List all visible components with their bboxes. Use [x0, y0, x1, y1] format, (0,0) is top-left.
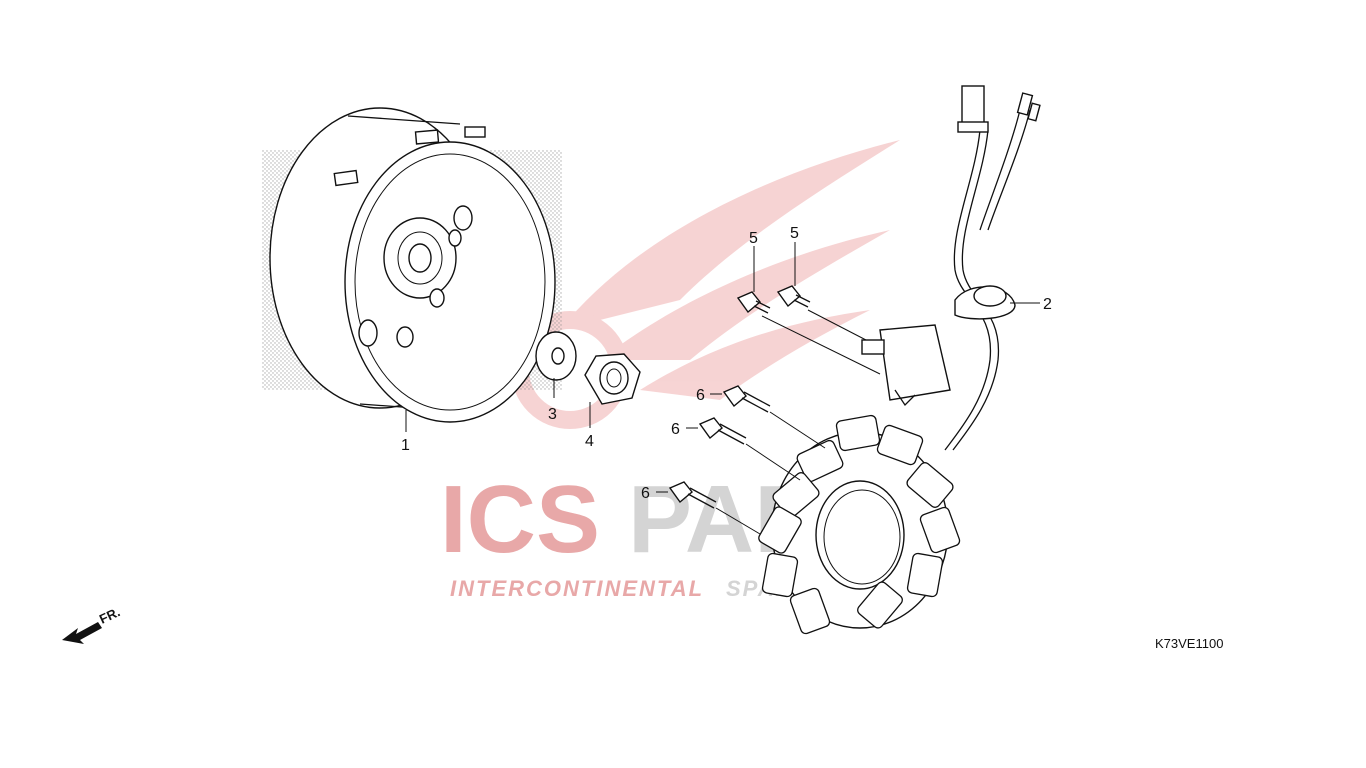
- callout-nut: 4: [585, 433, 594, 450]
- front-direction-label: FR.: [97, 604, 122, 626]
- callout-stator-assembly: 2: [1043, 296, 1052, 313]
- stator-assembly: [758, 85, 1041, 635]
- callout-pulser-bolt-right: 5: [790, 225, 799, 242]
- callout-pulser-bolt-left: 5: [749, 230, 758, 247]
- callout-stator-bolt-bottom: 6: [641, 485, 650, 502]
- flywheel: [262, 107, 562, 423]
- callout-flywheel: 1: [401, 437, 410, 454]
- washer: [535, 331, 577, 381]
- stator-bolt-bottom: [668, 481, 717, 509]
- nut: [584, 353, 641, 405]
- stator-bolt-middle: [698, 417, 747, 445]
- pulser-bolt-right: [776, 285, 811, 308]
- stator-bolt-top: [722, 385, 771, 413]
- pulser-bolt-left: [736, 291, 771, 314]
- leader-lines: [405, 242, 1040, 535]
- diagram-code: K73VE1100: [1155, 636, 1223, 651]
- watermark-tagline-red: INTERCONTINENTAL: [450, 576, 704, 601]
- watermark-wing-logo: [511, 140, 900, 429]
- front-direction-arrow-icon: [62, 622, 102, 644]
- callout-washer: 3: [548, 406, 557, 423]
- watermark-brand-red: ICS: [440, 466, 600, 573]
- callout-stator-bolt-middle: 6: [671, 421, 680, 438]
- callout-stator-bolt-top: 6: [696, 387, 705, 404]
